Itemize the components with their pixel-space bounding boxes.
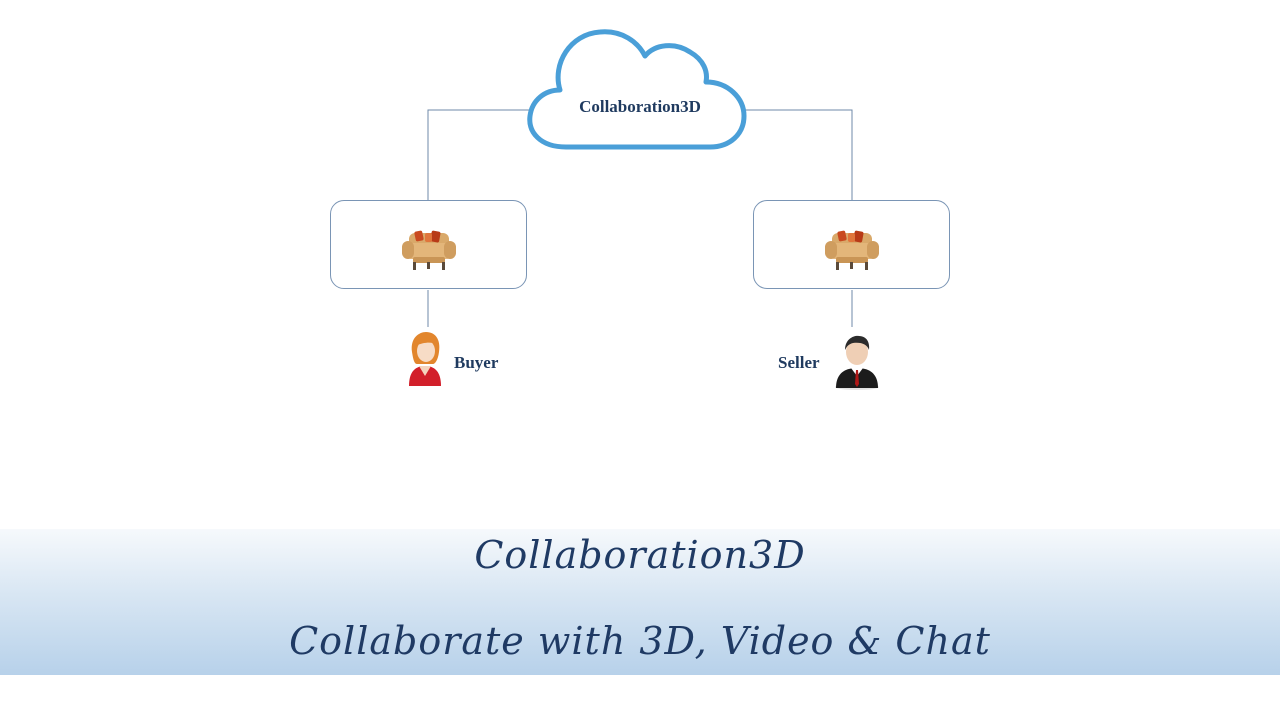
connector-cloud-to-buyer-box [427, 109, 529, 200]
cloud-label: Collaboration3D [579, 97, 701, 116]
cloud-icon [527, 29, 747, 150]
seller-3d-viewer-box [753, 200, 950, 289]
buyer-label: Buyer [454, 353, 499, 372]
banner-subtitle: Collaborate with 3D, Video & Chat [289, 619, 991, 663]
banner-title: Collaboration3D [474, 533, 806, 577]
collaboration-diagram: Collaboration3D [330, 29, 950, 390]
buyer-3d-viewer-box [330, 200, 527, 289]
footer-banner: Collaboration3D Collaborate with 3D, Vid… [0, 529, 1280, 675]
diagram-connectors [427, 29, 853, 327]
connector-cloud-to-seller-box [745, 109, 853, 200]
seller-label: Seller [778, 353, 820, 372]
